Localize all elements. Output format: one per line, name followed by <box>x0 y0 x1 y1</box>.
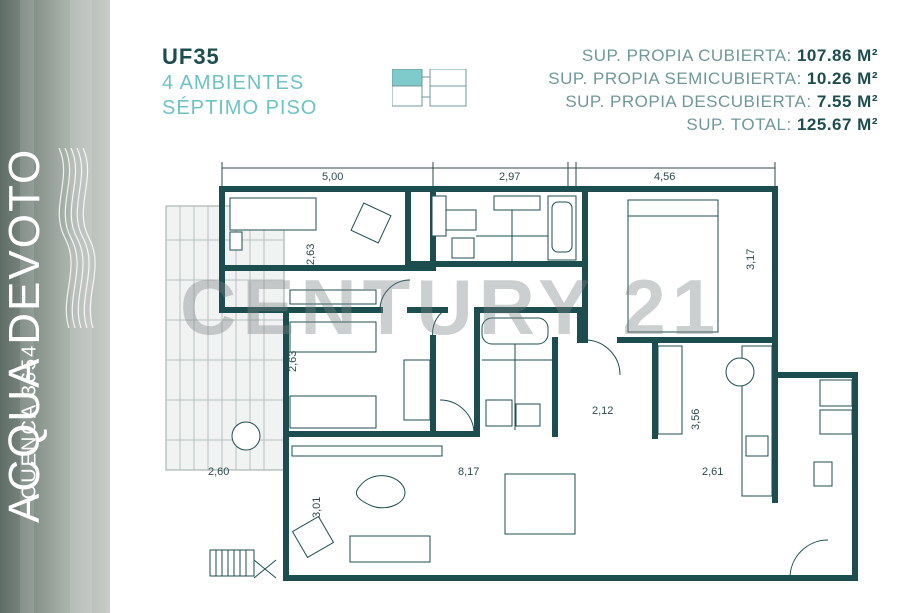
bathroom-2-fixtures <box>481 317 552 430</box>
watermark: CENTURY 21 <box>180 263 722 351</box>
dim-master: 3,17 <box>745 249 757 270</box>
dim-kitchen-w: 2,61 <box>702 466 723 478</box>
balcony <box>165 205 285 471</box>
dim-bed2: 2,63 <box>287 351 299 372</box>
area-semicovered-value: 10.26 M² <box>806 69 878 88</box>
banner-stripe <box>20 0 34 613</box>
dim-hall: 2,12 <box>592 405 613 417</box>
dim-top-2: 2,97 <box>499 171 520 183</box>
dim-top-1: 5,00 <box>322 171 343 183</box>
dim-living-h: 3,01 <box>311 497 323 518</box>
master-bed-icon <box>627 199 719 333</box>
dimension-lines <box>221 162 776 186</box>
stairs-icon <box>209 549 277 579</box>
area-total-label: SUP. TOTAL: <box>686 115 792 134</box>
dim-living-w: 8,17 <box>458 466 479 478</box>
area-uncovered: SUP. PROPIA DESCUBIERTA: 7.55 M² <box>565 92 878 112</box>
balcony-table-icon <box>231 421 261 451</box>
area-covered-value: 107.86 M² <box>796 46 878 65</box>
doors <box>379 279 829 579</box>
dim-balcony: 2,60 <box>208 466 229 478</box>
dining-table-icon <box>504 473 576 535</box>
dim-top-3: 4,56 <box>654 171 675 183</box>
bathroom-fixtures <box>431 195 577 264</box>
unit-floor: SÉPTIMO PISO <box>162 97 318 119</box>
dim-bed1: 2,63 <box>305 244 317 265</box>
area-covered: SUP. PROPIA CUBIERTA: 107.86 M² <box>582 46 878 66</box>
bunk-bed-icon <box>289 321 431 429</box>
walls <box>219 186 858 581</box>
tv-console-icon <box>291 445 443 457</box>
armchair-icon <box>350 202 392 244</box>
coffee-table-icon <box>356 475 406 509</box>
area-semicovered: SUP. PROPIA SEMICUBIERTA: 10.26 M² <box>548 69 878 89</box>
desk-icon <box>289 289 377 305</box>
area-total-value: 125.67 M² <box>796 115 878 134</box>
wave-logo-icon <box>58 148 96 328</box>
area-uncovered-value: 7.55 M² <box>816 92 878 111</box>
laundry-fixtures <box>813 379 853 487</box>
area-semicovered-label: SUP. PROPIA SEMICUBIERTA: <box>548 69 802 88</box>
area-uncovered-label: SUP. PROPIA DESCUBIERTA: <box>565 92 812 111</box>
banner-stripe <box>70 0 92 613</box>
kitchen-fixtures <box>657 345 773 497</box>
bed-icon <box>229 197 317 251</box>
dim-kitchen: 3,56 <box>690 409 702 430</box>
floor-key-icon <box>392 69 467 107</box>
unit-rooms: 4 AMBIENTES <box>162 72 305 94</box>
sofa-icon <box>291 515 431 563</box>
area-total: SUP. TOTAL: 125.67 M² <box>686 115 878 135</box>
unit-code: UF35 <box>162 44 220 69</box>
area-covered-label: SUP. PROPIA CUBIERTA: <box>581 46 792 65</box>
project-banner <box>0 0 110 613</box>
